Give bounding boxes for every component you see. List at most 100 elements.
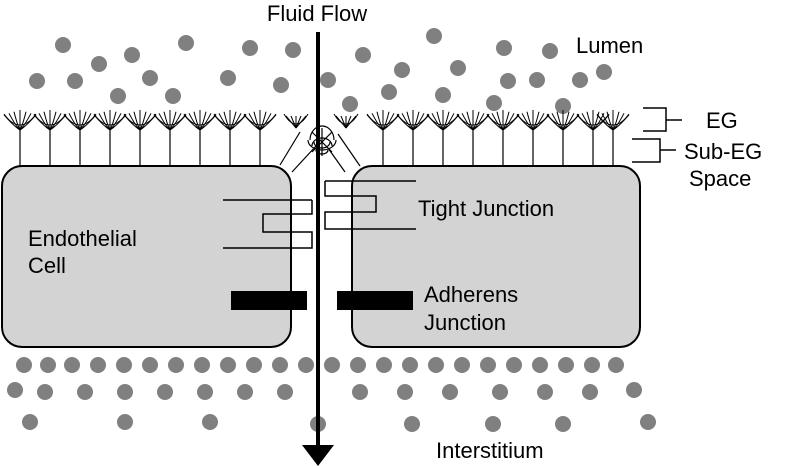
interstitium-particle [64, 357, 80, 373]
lumen-label: Lumen [576, 33, 643, 58]
interstitium-particle [142, 357, 158, 373]
interstitium-particle [40, 357, 56, 373]
interstitium-particle [352, 384, 368, 400]
lumen-particle [486, 95, 502, 111]
cell-label: Cell [28, 253, 66, 278]
glycocalyx-brush [123, 110, 157, 131]
lumen-particle [342, 96, 358, 112]
interstitium-particle [117, 384, 133, 400]
lumen-particle [572, 72, 588, 88]
glycocalyx-brush [596, 110, 630, 131]
sub-eg-bracket [632, 138, 676, 163]
interstitium-particle [117, 414, 133, 430]
lumen-particle [435, 87, 451, 103]
interstitium-particle [402, 357, 418, 373]
interstitium-particle [277, 384, 293, 400]
adherens-junction-left [231, 291, 307, 310]
interstitium-particle [442, 384, 458, 400]
interstitium-particle [626, 382, 642, 398]
lumen-particle [500, 73, 516, 89]
glycocalyx-brush [153, 110, 187, 131]
glycocalyx-brush [366, 110, 400, 131]
sub-eg-label: Sub-EG [684, 139, 762, 164]
tight-junction-label: Tight Junction [418, 196, 554, 221]
interstitium-particle [454, 357, 470, 373]
interstitium-particle [194, 357, 210, 373]
interstitium-particle [22, 414, 38, 430]
fluid-flow-arrow [302, 32, 334, 466]
fluid-flow-label: Fluid Flow [267, 1, 367, 26]
lumen-particle [242, 40, 258, 56]
eg-bracket [643, 107, 682, 132]
interstitium-particle [640, 414, 656, 430]
glycocalyx-brush [243, 110, 277, 131]
interstitium-particle [480, 357, 496, 373]
lumen-particle [596, 64, 612, 80]
interstitium-particle [90, 357, 106, 373]
glycocalyx-brush [486, 110, 520, 131]
interstitium-particle [506, 357, 522, 373]
interstitium-particle [537, 384, 553, 400]
interstitium-particle [237, 384, 253, 400]
glycocalyx-brush [333, 113, 359, 129]
interstitium-particle [298, 357, 314, 373]
lumen-particle [67, 73, 83, 89]
interstitium-particle [428, 357, 444, 373]
lumen-particle [555, 98, 571, 114]
interstitium-particle [220, 357, 236, 373]
glycocalyx-brushes [3, 110, 630, 131]
lumen-particle [394, 62, 410, 78]
lumen-particle [110, 88, 126, 104]
glycocalyx-brush [576, 110, 610, 131]
lumen-particle [91, 56, 107, 72]
endothelial-cell-right [351, 165, 641, 348]
tight-junction-strands [223, 180, 416, 249]
interstitium-particle [584, 357, 600, 373]
eg-label: EG [706, 108, 738, 133]
lumen-particle [450, 60, 466, 76]
interstitium-particle [324, 357, 340, 373]
lumen-particle [124, 47, 140, 63]
interstitium-particle [157, 384, 173, 400]
lumen-particle [165, 88, 181, 104]
interstitium-particle [350, 357, 366, 373]
glycocalyx-brush [33, 110, 67, 131]
glycocalyx-brush [456, 110, 490, 131]
interstitium-particle [272, 357, 288, 373]
glycocalyx-brush [93, 110, 127, 131]
lumen-particle [55, 37, 71, 53]
interstitium-label: Interstitium [436, 438, 544, 463]
lumen-particle [496, 40, 512, 56]
interstitium-particle [168, 357, 184, 373]
interstitium-particle [555, 416, 571, 432]
glycocalyx-brush [426, 110, 460, 131]
endothelial-cell-left [1, 165, 292, 348]
lumen-particle [355, 47, 371, 63]
adherens-junction-right [337, 291, 413, 310]
lumen-particle [29, 73, 45, 89]
interstitium-particle [37, 384, 53, 400]
lumen-particle [381, 84, 397, 100]
glycocalyx-core-proteins [19, 130, 614, 166]
glycocalyx-brush [63, 110, 97, 131]
interstitium-particle [608, 357, 624, 373]
adherens-label: Adherens [424, 282, 518, 307]
interstitium-particle [77, 384, 93, 400]
interstitium-particle [582, 384, 598, 400]
lumen-particle [320, 72, 336, 88]
interstitium-particle [376, 357, 392, 373]
interstitium-particle [116, 357, 132, 373]
lumen-particle [542, 43, 558, 59]
interstitium-particle [246, 357, 262, 373]
interstitium-particle [397, 384, 413, 400]
interstitium-particle [404, 416, 420, 432]
interstitium-particle [485, 416, 501, 432]
lumen-particle [178, 35, 194, 51]
interstitium-particle [7, 382, 23, 398]
glycocalyx-brush [213, 110, 247, 131]
glycocalyx-brush [183, 110, 217, 131]
lumen-particle [529, 72, 545, 88]
glycocalyx-brush [546, 110, 580, 131]
interstitium-particle [202, 414, 218, 430]
interstitium-particle [16, 357, 32, 373]
